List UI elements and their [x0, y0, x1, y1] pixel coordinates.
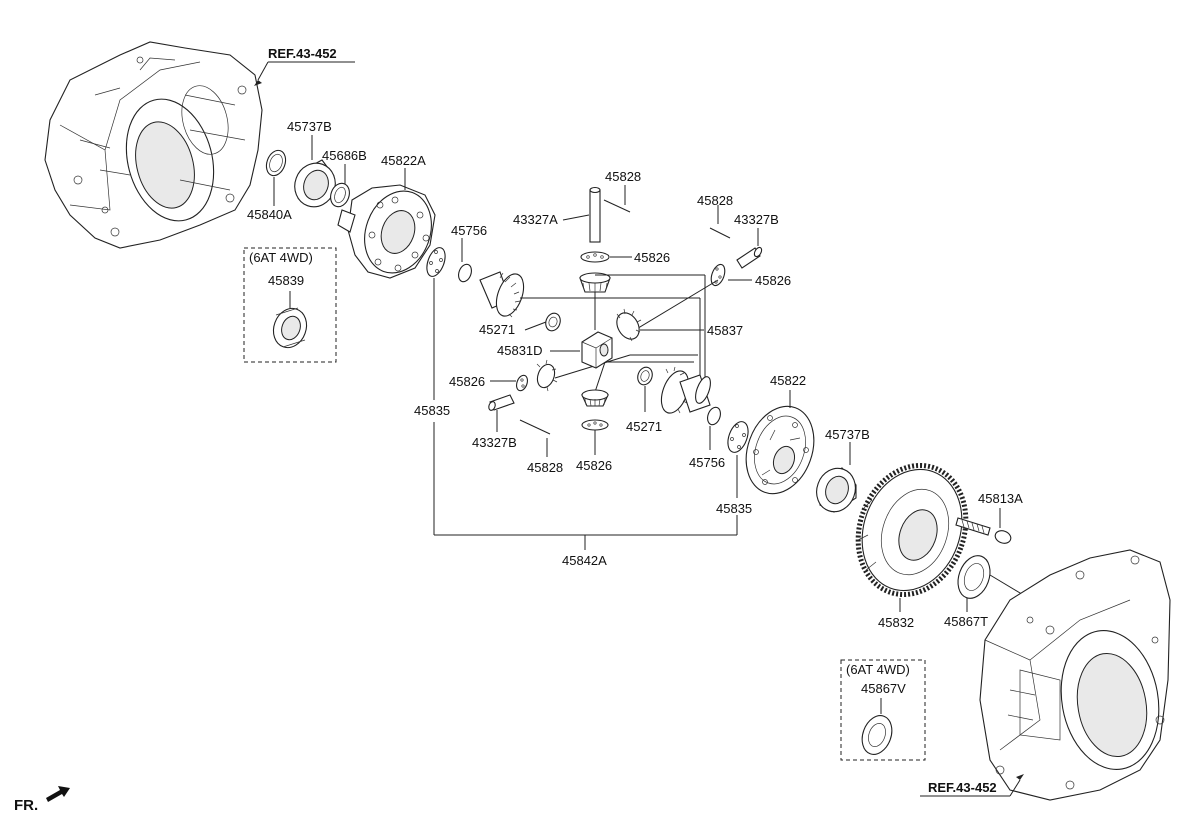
shaft-43327B-bottom[interactable] [488, 394, 515, 411]
shim-45867T[interactable] [952, 551, 995, 603]
label-45822A: 45822A [381, 153, 426, 168]
label-43327B-bottom: 43327B [472, 435, 517, 450]
ring-gear-45832[interactable] [841, 450, 984, 610]
label-45737B-top: 45737B [287, 119, 332, 134]
pinion-gear-bottom[interactable] [581, 389, 609, 407]
pinion-gear-top[interactable] [579, 272, 611, 293]
label-45835-left: 45835 [414, 403, 450, 418]
box-left-title: (6AT 4WD) [249, 250, 313, 265]
ref-top-label[interactable]: REF.43-452 [254, 46, 355, 86]
snap-ring-45756-top[interactable] [456, 262, 473, 283]
label-45842A: 45842A [562, 553, 607, 568]
label-45686B: 45686B [322, 148, 367, 163]
label-43327B-top: 43327B [734, 212, 779, 227]
label-45832: 45832 [878, 615, 914, 630]
label-45271-right: 45271 [626, 419, 662, 434]
label-45831D: 45831D [497, 343, 543, 358]
label-45813A: 45813A [978, 491, 1023, 506]
label-45839: 45839 [268, 273, 304, 288]
fr-label: FR. [14, 797, 38, 814]
label-45867T: 45867T [944, 614, 988, 629]
seal-45839[interactable] [268, 304, 312, 353]
bearing-45737B-right[interactable] [811, 463, 862, 517]
washer-45271-right[interactable] [635, 365, 654, 387]
shaft-43327B-top[interactable] [736, 246, 763, 269]
label-45867V: 45867V [861, 681, 906, 696]
seal-45840A[interactable] [263, 148, 289, 179]
label-45835-right: 45835 [716, 501, 752, 516]
label-45271-left: 45271 [479, 322, 515, 337]
side-gear-right[interactable] [656, 366, 713, 417]
shim-45867V[interactable] [857, 711, 897, 758]
pinion-shaft-43327A[interactable] [589, 186, 601, 243]
washer-45271-left[interactable] [543, 311, 562, 333]
box-6at-4wd-left: (6AT 4WD) 45839 [243, 247, 337, 363]
label-45737B-bottom: 45737B [825, 427, 870, 442]
washer-45826-c[interactable] [515, 374, 530, 392]
spider-block-45831D[interactable] [581, 331, 613, 369]
label-45837: 45837 [707, 323, 743, 338]
label-45826-d: 45826 [576, 458, 612, 473]
front-direction-indicator: FR. [14, 786, 70, 814]
label-45756-top: 45756 [451, 223, 487, 238]
ref-bottom-text: REF.43-452 [928, 780, 997, 795]
snap-ring-45756-bottom[interactable] [705, 405, 722, 426]
shim-45686B[interactable] [327, 181, 352, 210]
transmission-housing-left[interactable] [44, 41, 263, 249]
ref-bottom-label[interactable]: REF.43-452 [920, 774, 1024, 797]
side-gear-left[interactable] [479, 270, 529, 320]
label-43327A: 43327A [513, 212, 558, 227]
pinion-gear-left-lower[interactable] [534, 359, 558, 392]
differential-case-45822A[interactable] [337, 182, 442, 283]
pin-45828-b[interactable] [709, 227, 731, 239]
pin-45828-c[interactable] [519, 419, 551, 435]
pin-45828-a[interactable] [603, 199, 631, 213]
label-45828-a: 45828 [605, 169, 641, 184]
thrust-washer-45835-right[interactable] [724, 419, 752, 455]
label-45828-b: 45828 [697, 193, 733, 208]
box-6at-4wd-right: (6AT 4WD) 45867V [840, 659, 926, 761]
label-45840A: 45840A [247, 207, 292, 222]
label-45756-bottom: 45756 [689, 455, 725, 470]
pinion-gear-45837[interactable] [612, 308, 643, 343]
washer-45826-a[interactable] [580, 251, 610, 263]
washer-45826-b[interactable] [709, 263, 728, 288]
differential-case-45822[interactable] [735, 397, 826, 503]
washer-45826-d[interactable] [581, 419, 609, 431]
bearing-45737B-left[interactable] [289, 157, 342, 212]
front-arrow-icon [46, 786, 70, 802]
ref-top-text: REF.43-452 [268, 46, 337, 61]
label-45822: 45822 [770, 373, 806, 388]
bolt-45813A[interactable] [955, 517, 1013, 545]
label-45828-c: 45828 [527, 460, 563, 475]
label-45826-a: 45826 [634, 250, 670, 265]
transmission-housing-right[interactable] [979, 549, 1171, 801]
label-45826-b: 45826 [755, 273, 791, 288]
box-right-title: (6AT 4WD) [846, 662, 910, 677]
label-45826-c: 45826 [449, 374, 485, 389]
thrust-washer-45835-left[interactable] [423, 245, 448, 279]
